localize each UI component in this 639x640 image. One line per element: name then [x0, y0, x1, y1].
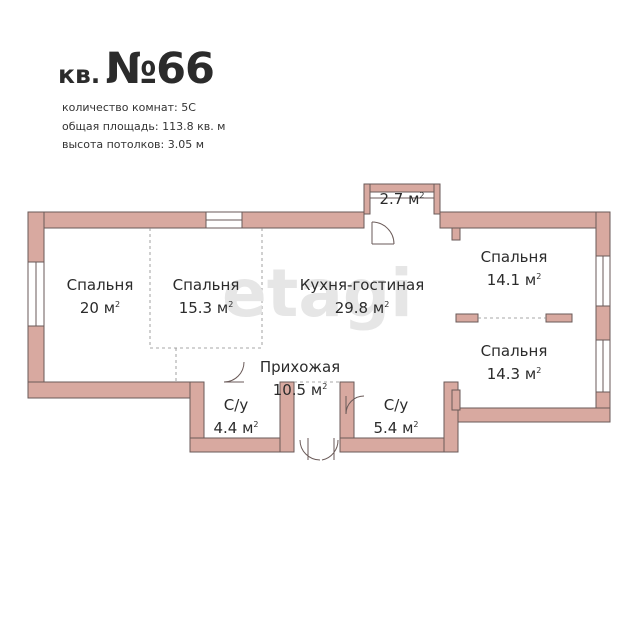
room-area: 5.4 м2 — [373, 419, 419, 437]
room-kitchen-living: Кухня-гостиная 29.8 м2 — [282, 276, 442, 318]
spec-value: 5С — [181, 101, 196, 114]
spec-rooms: количество комнат: 5С — [62, 99, 225, 118]
apartment-number: №66 — [105, 44, 215, 94]
room-bedroom-4: Спальня 14.3 м2 — [464, 342, 564, 384]
room-bathroom-1: С/у 4.4 м2 — [200, 396, 272, 438]
room-bedroom-2: Спальня 15.3 м2 — [156, 276, 256, 318]
spec-ceiling: высота потолков: 3.05 м — [62, 136, 225, 155]
room-bathroom-2: С/у 5.4 м2 — [360, 396, 432, 438]
spec-label: общая площадь: — [62, 119, 159, 133]
room-bedroom-1: Спальня 20 м2 — [50, 276, 150, 318]
room-name: Спальня — [480, 342, 548, 360]
room-area: 14.3 м2 — [486, 365, 542, 383]
spec-label: высота потолков: — [62, 138, 165, 151]
room-name: Спальня — [480, 248, 548, 266]
room-hallway: Прихожая 10.5 м2 — [250, 358, 350, 400]
spec-value: 113.8 кв. м — [162, 119, 226, 133]
room-name: Спальня — [66, 276, 134, 294]
apartment-title: кв. №66 — [58, 44, 215, 94]
windows — [27, 191, 611, 393]
spec-label: количество комнат: — [62, 101, 178, 114]
room-name: Спальня — [172, 276, 240, 294]
room-bedroom-3: Спальня 14.1 м2 — [464, 248, 564, 290]
room-area: 14.1 м2 — [486, 271, 542, 289]
room-area: 20 м2 — [79, 299, 121, 317]
room-area: 2.7 м2 — [379, 190, 425, 208]
apartment-specs: количество комнат: 5С общая площадь: 113… — [62, 99, 225, 155]
room-area: 15.3 м2 — [178, 299, 234, 317]
room-name: Кухня-гостиная — [299, 276, 425, 294]
room-area: 4.4 м2 — [213, 419, 259, 437]
room-name: С/у — [383, 396, 409, 414]
room-name: Прихожая — [259, 358, 341, 376]
apartment-prefix: кв. — [58, 60, 101, 89]
room-area: 10.5 м2 — [272, 381, 328, 399]
spec-value: 3.05 м — [167, 138, 205, 151]
room-balcony: 2.7 м2 — [370, 186, 434, 209]
spec-area: общая площадь: 113.8 кв. м — [62, 118, 225, 137]
watermark-text: etagi — [222, 255, 413, 332]
walls — [27, 183, 611, 453]
room-area: 29.8 м2 — [334, 299, 390, 317]
room-dividers — [149, 228, 546, 383]
doors — [223, 221, 395, 461]
room-name: С/у — [223, 396, 249, 414]
